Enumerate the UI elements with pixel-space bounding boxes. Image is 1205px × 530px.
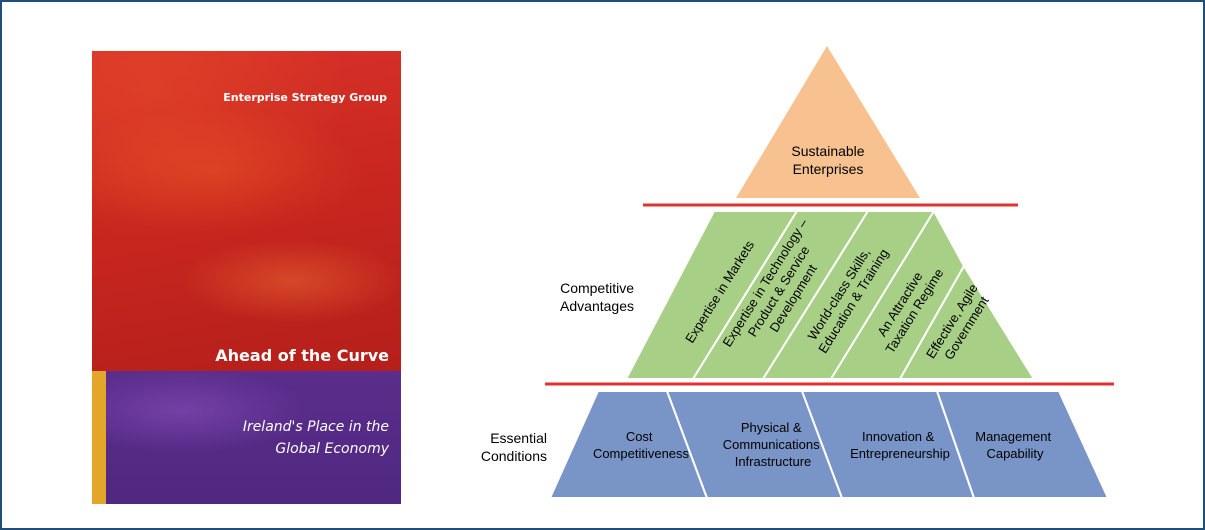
apex-label-line2: Enterprises: [793, 161, 864, 177]
cover-subtitle-line1: Ireland's Place in the: [242, 419, 389, 435]
bottom-item-4: Management Capability: [975, 429, 1055, 461]
bottom-item-4-line1: Management: [975, 429, 1051, 444]
cover-accent-strip: [92, 371, 106, 504]
apex-label-line1: Sustainable: [791, 143, 864, 159]
bottom-item-2-line2: Communications: [723, 437, 820, 452]
essential-conditions-label: Essential Conditions: [432, 429, 547, 465]
middle-tier: Expertise in Markets Expertise in Techno…: [624, 209, 1036, 380]
competitive-advantages-label: Competitive Advantages: [522, 279, 634, 315]
bottom-item-1-line1: Cost: [626, 429, 653, 444]
cover-publisher: Enterprise Strategy Group: [223, 91, 387, 104]
cover-subtitle: Ireland's Place in the Global Economy: [129, 416, 389, 460]
cover-subtitle-line2: Global Economy: [275, 441, 389, 457]
essential-label-line1: Essential: [490, 430, 547, 446]
competitive-label-line1: Competitive: [560, 280, 634, 296]
book-cover: Enterprise Strategy Group Ahead of the C…: [92, 51, 401, 504]
cover-title: Ahead of the Curve: [215, 346, 389, 365]
bottom-item-3: Innovation & Entrepreneurship: [850, 429, 950, 461]
bottom-item-2-line3: Infrastructure: [735, 454, 812, 469]
bottom-item-2-line1: Physical &: [741, 420, 802, 435]
cover-bottom-panel: [92, 371, 401, 504]
bottom-item-1: Cost Competitiveness: [593, 429, 690, 461]
bottom-segment-4: [935, 390, 1110, 499]
competitive-label-line2: Advantages: [560, 298, 634, 314]
middle-segment-5: [898, 264, 1036, 380]
bottom-item-3-line2: Entrepreneurship: [850, 446, 950, 461]
bottom-item-1-line2: Competitiveness: [593, 446, 690, 461]
apex-triangle: [736, 46, 920, 198]
cover-top-panel: [92, 51, 401, 371]
bottom-item-3-line1: Innovation &: [862, 429, 935, 444]
bottom-item-4-line2: Capability: [986, 446, 1044, 461]
bottom-item-2: Physical & Communications Infrastructure: [723, 420, 823, 469]
essential-label-line2: Conditions: [480, 448, 547, 464]
bottom-tier: Cost Competitiveness Physical & Communic…: [548, 390, 1110, 499]
